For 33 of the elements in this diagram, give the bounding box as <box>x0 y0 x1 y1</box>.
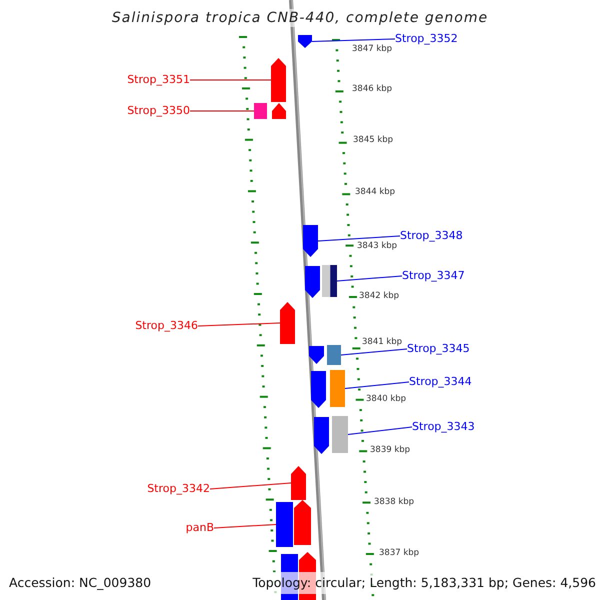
scale-label: 3840 kbp <box>366 394 406 404</box>
gene-label: Strop_3352 <box>395 32 458 45</box>
leader-line <box>344 382 410 389</box>
leader-line <box>214 524 276 528</box>
gene-label: Strop_3350 <box>127 104 190 117</box>
scale-label: 3843 kbp <box>357 241 398 251</box>
leader-line <box>336 276 402 282</box>
leader-line <box>210 482 292 490</box>
leader-line <box>312 38 396 42</box>
leader-line <box>198 322 280 326</box>
leader-line <box>318 236 400 242</box>
scale-label: 3839 kbp <box>370 445 410 455</box>
scale-label: 3842 kbp <box>359 291 400 301</box>
gene-label: Strop_3344 <box>409 375 472 388</box>
gene-label: Strop_3351 <box>127 73 190 86</box>
footer-text: Accession: NC_009380 <box>9 575 152 591</box>
gene-label: Strop_3345 <box>407 342 470 355</box>
gene-label: panB <box>186 521 214 534</box>
footer-text: Topology: circular; Length: 5,183,331 bp; Genes: 4,596 <box>252 575 596 591</box>
scale-label: 3841 kbp <box>362 337 402 347</box>
leader-line <box>348 426 412 435</box>
leader-line <box>340 348 408 356</box>
gene-label: Strop_3342 <box>147 482 210 495</box>
scale-label: 3838 kbp <box>374 497 414 507</box>
scale-label: 3837 kbp <box>379 548 420 558</box>
gene-label: Strop_3343 <box>412 420 475 433</box>
scale-label: 3846 kbp <box>352 84 392 94</box>
scale-label: 3847 kbp <box>352 44 392 54</box>
gene-label: Strop_3347 <box>402 269 465 282</box>
scale-label: 3844 kbp <box>355 187 396 197</box>
gene-label: Strop_3346 <box>135 319 198 332</box>
gene-label: Strop_3348 <box>400 229 463 242</box>
scale-label: 3845 kbp <box>353 135 394 145</box>
